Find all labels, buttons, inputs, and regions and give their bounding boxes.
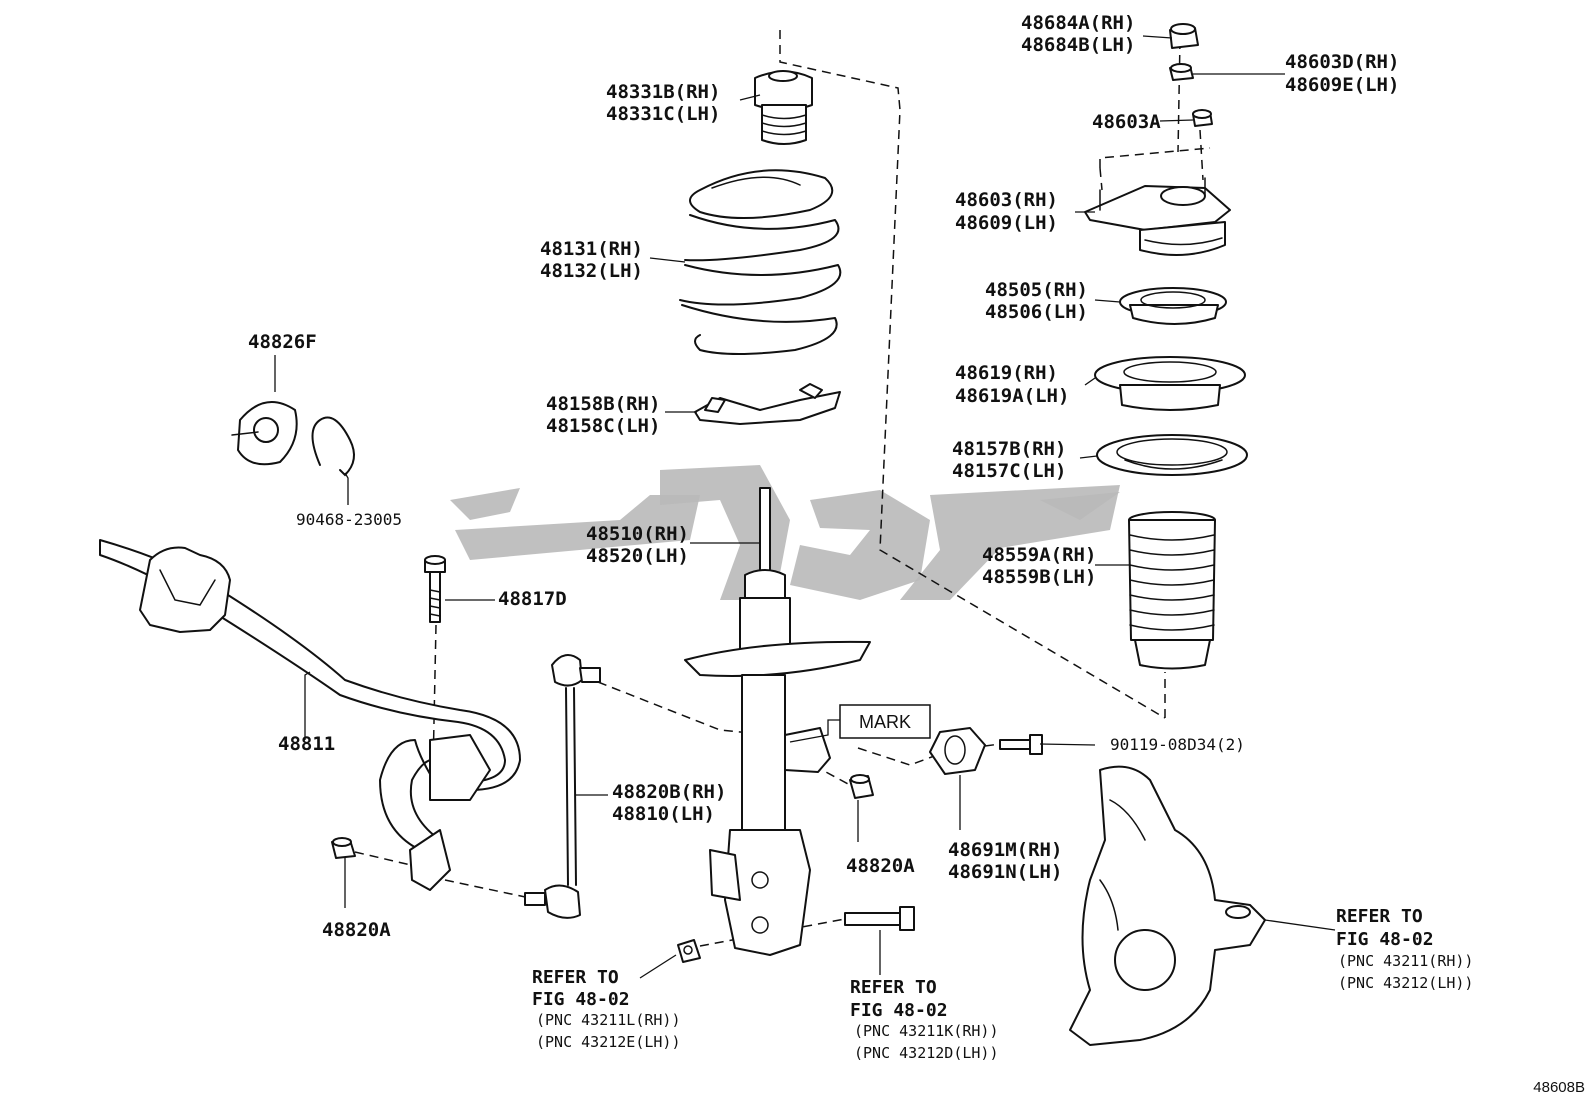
part-48158-insulator[interactable] — [694, 383, 841, 425]
label-48603-lh[interactable]: 48609(LH) — [955, 212, 1058, 234]
ref-nut-line3: (PNC 43211L(RH)) — [536, 1011, 681, 1029]
ref-knuckle-line2: FIG 48-02 — [1336, 929, 1434, 950]
ref-nut-line1: REFER TO — [532, 967, 619, 988]
label-48820a-left[interactable]: 48820A — [322, 919, 391, 941]
label-48158-rh[interactable]: 48158B(RH) — [546, 393, 660, 415]
part-steering-knuckle[interactable] — [1069, 765, 1266, 1046]
part-48820b-stabilizer-link[interactable] — [524, 654, 601, 919]
label-48131-lh[interactable]: 48132(LH) — [540, 260, 643, 282]
part-48559-boot[interactable] — [1128, 511, 1216, 670]
mark-callout: MARK — [789, 704, 931, 743]
leader-lines — [274, 35, 1336, 979]
part-48684-nut-cap[interactable] — [1169, 23, 1199, 49]
label-48510-rh[interactable]: 48510(RH) — [586, 523, 689, 545]
part-48619-upper-seat[interactable] — [1094, 356, 1246, 411]
label-90119[interactable]: 90119-08D34(2) — [1110, 735, 1245, 754]
label-48603d-rh[interactable]: 48603D(RH) — [1285, 51, 1399, 73]
part-48157-insulator[interactable] — [1096, 434, 1248, 476]
part-labels: 48684A(RH) 48684B(LH) 48603D(RH) 48609E(… — [248, 12, 1399, 941]
label-48331-lh[interactable]: 48331C(LH) — [606, 103, 720, 125]
label-48820a-right[interactable]: 48820A — [846, 855, 915, 877]
ref-bolt-line1: REFER TO — [850, 977, 937, 998]
label-48684-rh[interactable]: 48684A(RH) — [1021, 12, 1135, 34]
label-48684-lh[interactable]: 48684B(LH) — [1021, 34, 1135, 56]
part-48131-coil-spring[interactable] — [679, 169, 842, 355]
label-48619-rh[interactable]: 48619(RH) — [955, 362, 1058, 384]
part-48817d-bolt[interactable] — [424, 555, 446, 623]
part-48811-stabilizer-bar[interactable] — [99, 539, 521, 891]
part-48603-support[interactable] — [1084, 177, 1231, 256]
part-48603d-nut[interactable] — [1169, 63, 1194, 81]
label-48158-lh[interactable]: 48158C(LH) — [546, 415, 660, 437]
label-48157-rh[interactable]: 48157B(RH) — [952, 438, 1066, 460]
ref-bolt-line3: (PNC 43211K(RH)) — [854, 1022, 999, 1040]
part-48331-bump-stopper[interactable] — [754, 70, 813, 145]
label-48603d-lh[interactable]: 48609E(LH) — [1285, 74, 1399, 96]
part-48505-bearing[interactable] — [1119, 287, 1227, 325]
ref-bolt-line2: FIG 48-02 — [850, 1000, 948, 1021]
label-48820b-rh[interactable]: 48820B(RH) — [612, 781, 726, 803]
label-48510-lh[interactable]: 48520(LH) — [586, 545, 689, 567]
label-48331-rh[interactable]: 48331B(RH) — [606, 81, 720, 103]
label-48603-rh[interactable]: 48603(RH) — [955, 189, 1058, 211]
ref-knuckle-line4: (PNC 43212(LH)) — [1338, 974, 1473, 992]
part-48820a-nut-left[interactable] — [331, 837, 356, 859]
label-48157-lh[interactable]: 48157C(LH) — [952, 460, 1066, 482]
label-48817d[interactable]: 48817D — [498, 588, 567, 610]
ref-nut[interactable]: REFER TO FIG 48-02 (PNC 43211L(RH)) (PNC… — [532, 967, 681, 1051]
label-48603a[interactable]: 48603A — [1092, 111, 1161, 133]
part-90468-clip[interactable] — [311, 416, 355, 477]
ref-knuckle-line3: (PNC 43211(RH)) — [1338, 952, 1473, 970]
part-48820a-nut-right[interactable] — [849, 774, 874, 799]
label-48505-rh[interactable]: 48505(RH) — [985, 279, 1088, 301]
label-48619-lh[interactable]: 48619A(LH) — [955, 385, 1069, 407]
part-bracket-bolt[interactable] — [844, 906, 915, 931]
label-48811[interactable]: 48811 — [278, 733, 335, 755]
label-90468[interactable]: 90468-23005 — [296, 510, 402, 529]
label-48505-lh[interactable]: 48506(LH) — [985, 301, 1088, 323]
ref-knuckle[interactable]: REFER TO FIG 48-02 (PNC 43211(RH)) (PNC … — [1336, 906, 1473, 992]
part-bracket-nut[interactable] — [677, 939, 701, 963]
label-48691-rh[interactable]: 48691M(RH) — [948, 839, 1062, 861]
label-48559-lh[interactable]: 48559B(LH) — [982, 566, 1096, 588]
label-48826f[interactable]: 48826F — [248, 331, 317, 353]
diagram-code: 48608B — [1533, 1079, 1585, 1096]
ref-bolt-line4: (PNC 43212D(LH)) — [854, 1044, 999, 1062]
part-48826f-seat[interactable] — [231, 401, 298, 466]
watermark-logo — [450, 465, 1120, 600]
label-48131-rh[interactable]: 48131(RH) — [540, 238, 643, 260]
mark-label: MARK — [859, 712, 911, 732]
label-48691-lh[interactable]: 48691N(LH) — [948, 861, 1062, 883]
part-90119-bolt[interactable] — [999, 734, 1043, 755]
ref-nut-line4: (PNC 43212E(LH)) — [536, 1033, 681, 1051]
ref-nut-line2: FIG 48-02 — [532, 989, 630, 1010]
ref-bolt[interactable]: REFER TO FIG 48-02 (PNC 43211K(RH)) (PNC… — [850, 977, 999, 1062]
part-48510-shock-absorber[interactable] — [684, 487, 871, 956]
label-48559-rh[interactable]: 48559A(RH) — [982, 544, 1096, 566]
part-48603a-nut[interactable] — [1192, 109, 1213, 127]
label-48820b-lh[interactable]: 48810(LH) — [612, 803, 715, 825]
part-48691-cam[interactable] — [929, 727, 986, 775]
ref-knuckle-line1: REFER TO — [1336, 906, 1423, 927]
